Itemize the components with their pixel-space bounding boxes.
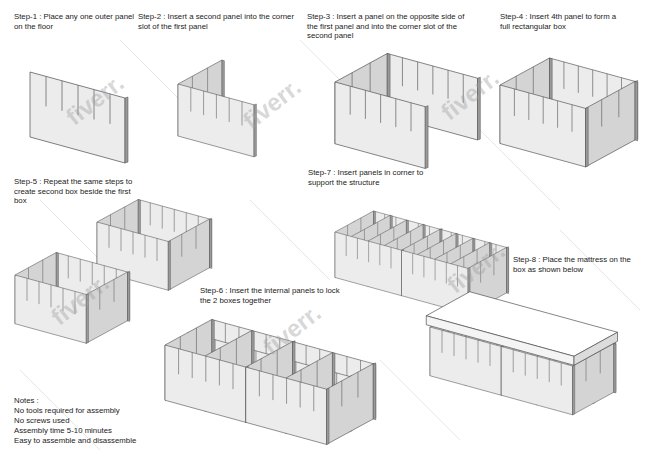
step-label: Step-5 : Repeat the same steps to create… [14,177,144,206]
step-label: Step-6 : Insert the internal panels to l… [200,286,347,305]
note-text: Notes : [14,396,214,406]
note-text: No screws used [14,416,214,426]
step-label: Step-1 : Place any one outer panel on th… [14,12,140,31]
note-text: Assembly time 5-10 minutes [14,426,214,436]
step4-box [500,58,638,167]
step-label: Step-4 : Insert 4th panel to form a full… [500,12,622,31]
background-lines [20,40,640,450]
step-label: Step-3 : Insert a panel on the opposite … [307,12,465,41]
step-label: Step-7 : Insert panels in corner to supp… [308,168,444,187]
note-text: No tools required for assembly [14,406,214,416]
step-label: Step-2 : Insert a second panel into the … [138,12,298,31]
step-label: Step-8 : Place the mattress on the box a… [513,255,645,274]
step8-bed [426,292,617,415]
watermark: fiverr. [238,73,307,135]
step5-box-front [15,253,130,344]
note-text: Easy to assemble and disassemble [14,436,214,446]
